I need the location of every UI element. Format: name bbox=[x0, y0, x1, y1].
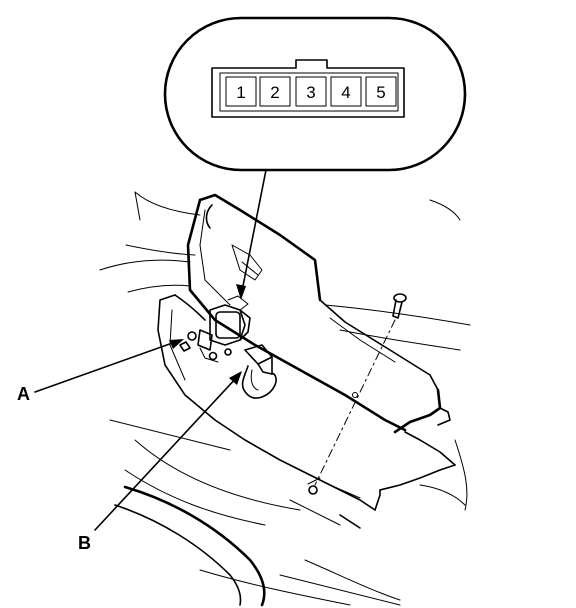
connector-pins: 1 2 3 4 5 bbox=[225, 76, 397, 107]
callout-a: A bbox=[17, 339, 184, 404]
callout-label-a: A bbox=[17, 384, 30, 404]
harness-connector bbox=[241, 344, 277, 399]
pin-cell-4 bbox=[330, 76, 362, 107]
trim-panel bbox=[157, 193, 456, 529]
connector-inner-frame bbox=[219, 72, 399, 112]
pin-label-3: 3 bbox=[306, 83, 315, 102]
pin-cell-5 bbox=[365, 76, 397, 107]
pin-cell-2 bbox=[259, 76, 291, 107]
callout-label-b: B bbox=[78, 533, 91, 553]
pin-cell-3 bbox=[295, 76, 327, 107]
connector-housing bbox=[211, 59, 405, 118]
pin-label-1: 1 bbox=[236, 83, 245, 102]
pin-label-4: 4 bbox=[341, 83, 350, 102]
pin-cell-1 bbox=[225, 76, 257, 107]
mounting-bolt bbox=[314, 293, 407, 486]
sensor-assembly bbox=[179, 295, 251, 363]
pin-label-5: 5 bbox=[376, 83, 385, 102]
background-structure bbox=[99, 191, 471, 606]
detail-pointer-arrow bbox=[236, 169, 267, 300]
steering-column bbox=[114, 485, 401, 607]
callout-b: B bbox=[78, 371, 242, 553]
pin-label-2: 2 bbox=[270, 83, 279, 102]
connector-detail-bubble: 1 2 3 4 5 bbox=[163, 16, 467, 172]
detail-bubble-outline bbox=[163, 16, 467, 172]
